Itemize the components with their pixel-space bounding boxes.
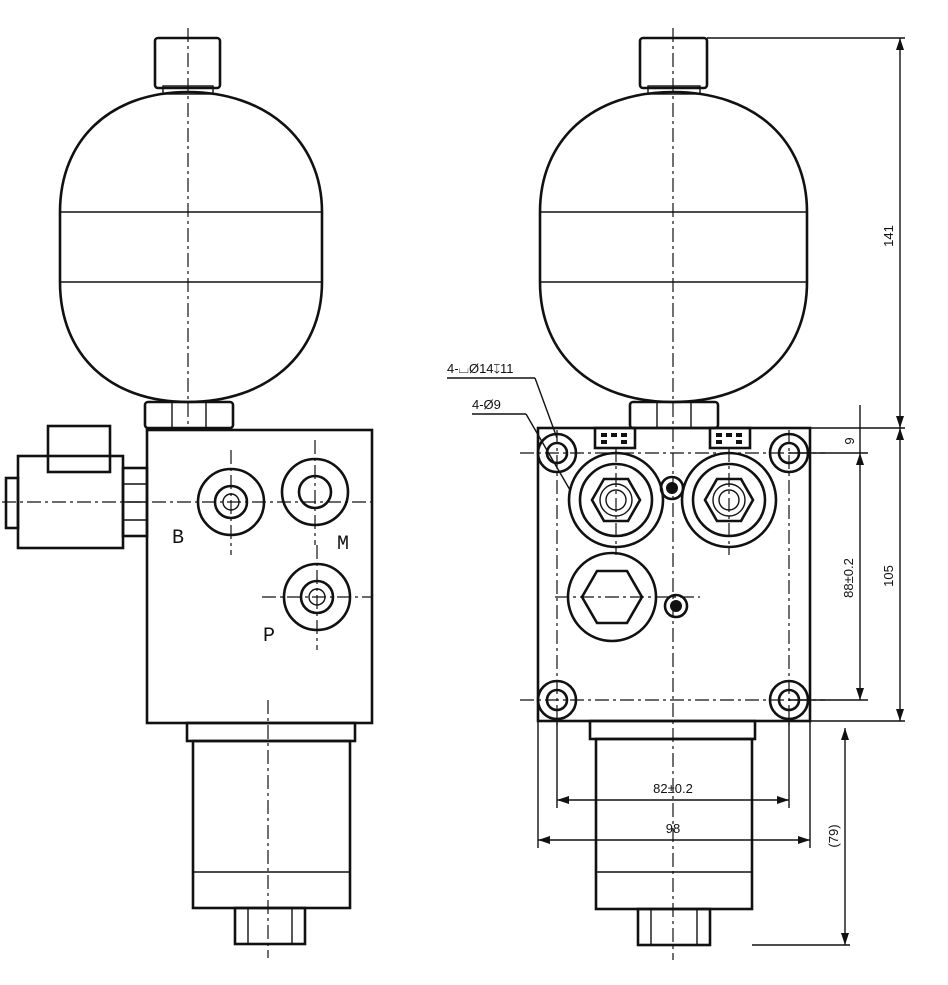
right-view: 4-⌴Ø14↧11 4-Ø9 141 9 105 88±0.2 (79) 82±…: [447, 28, 905, 960]
dim-body-height: 105: [881, 565, 896, 587]
callout-holes: 4-Ø9: [472, 397, 501, 412]
dim-total-height: 141: [881, 225, 896, 247]
callout-counterbore: 4-⌴Ø14↧11: [447, 361, 514, 376]
left-valve-body: [145, 428, 374, 725]
left-center-lines: [2, 28, 372, 958]
terminal-blocks: [593, 426, 752, 450]
port-p-label: P: [263, 625, 275, 648]
dim-motor-length: (79): [826, 824, 841, 847]
dim-flange: 9: [842, 437, 857, 444]
dim-hole-pitch-h: 82±0.2: [653, 781, 693, 796]
right-hex-nut: [628, 400, 720, 430]
dim-body-width: 98: [666, 821, 680, 836]
left-view: B M P: [2, 28, 374, 958]
left-hex-nut: [143, 400, 235, 430]
small-plug-lower: [663, 593, 689, 619]
right-center-lines: [520, 28, 825, 960]
dim-hole-pitch-v: 88±0.2: [841, 558, 856, 598]
left-accumulator: [58, 90, 324, 404]
left-solenoid-coil: [4, 424, 149, 550]
port-m-label: M: [337, 533, 349, 556]
dimension-lines: [447, 37, 905, 946]
small-plug-upper: [659, 475, 685, 501]
port-b-label: B: [172, 527, 184, 550]
left-motor: [185, 721, 357, 946]
